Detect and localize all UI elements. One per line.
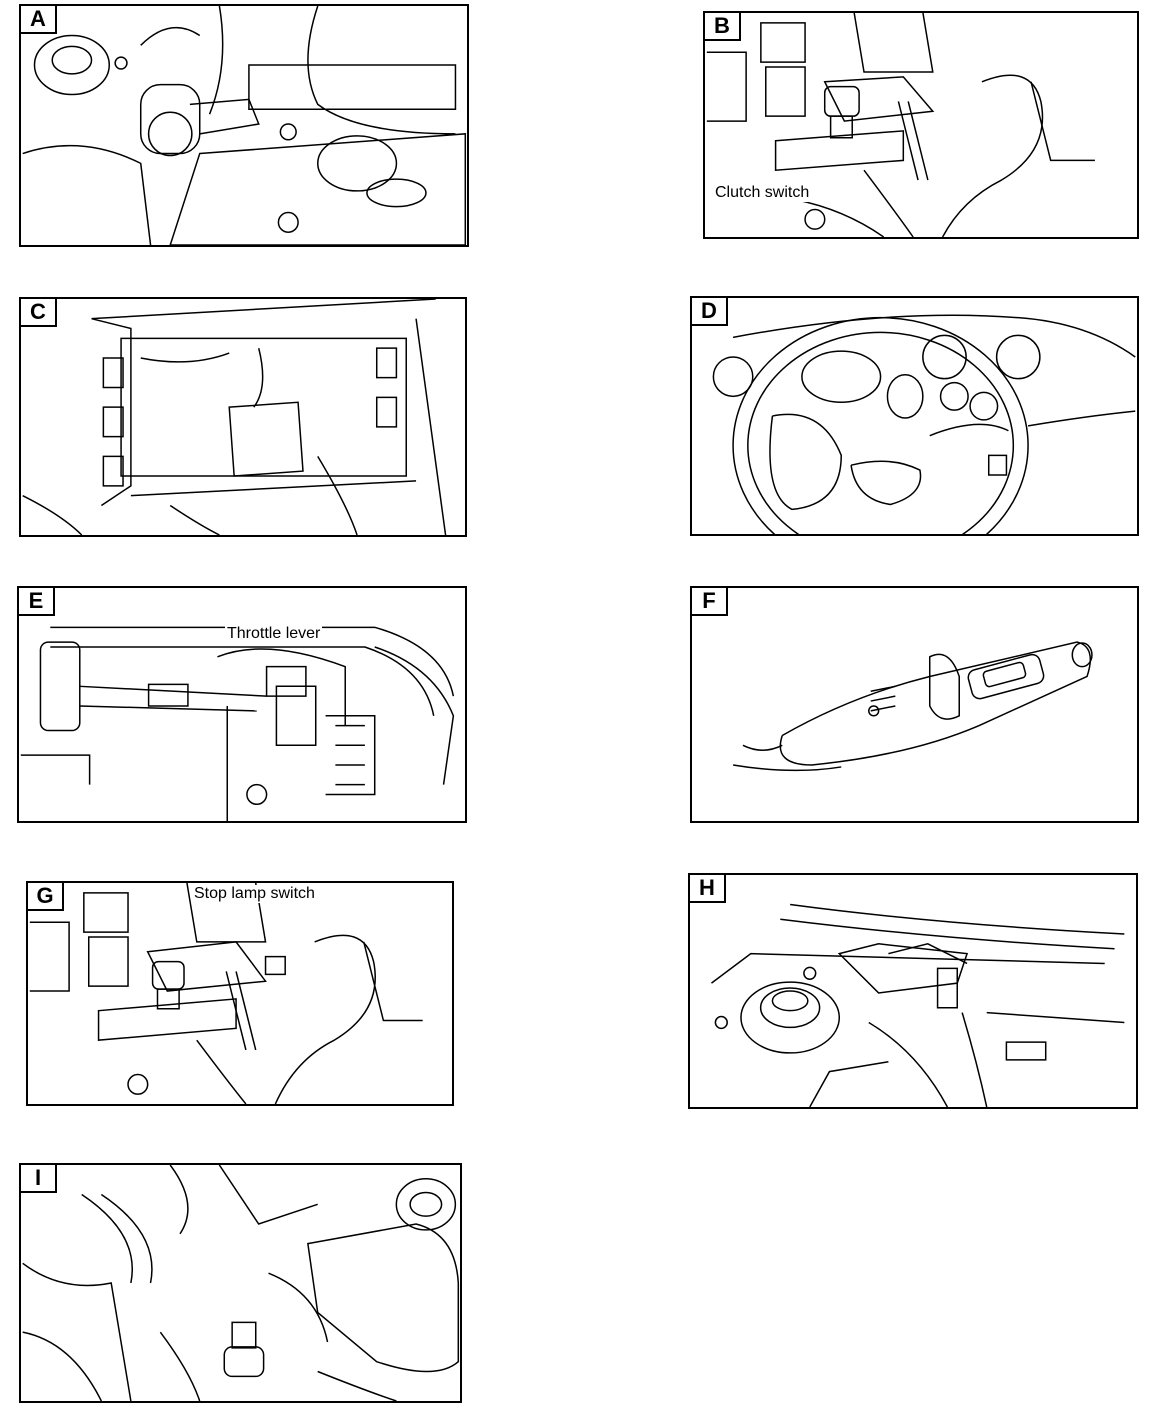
panel-a: A: [19, 4, 469, 247]
throttle-lever-callout: Throttle lever: [225, 625, 323, 643]
panel-g: G Stop lamp switch: [26, 881, 454, 1106]
panel-b-illustration: [705, 13, 1137, 237]
panel-h-label: H: [690, 875, 726, 903]
panel-a-illustration: [21, 6, 467, 245]
panel-f-illustration: [692, 588, 1137, 821]
panel-b: B Clutch switch: [703, 11, 1139, 239]
panel-f-label: F: [692, 588, 728, 616]
panel-h-illustration: [690, 875, 1136, 1107]
panel-g-label: G: [28, 883, 64, 911]
panel-c-illustration: [21, 299, 465, 535]
panel-e-illustration: [19, 588, 465, 821]
panel-b-label: B: [705, 13, 741, 41]
panel-d-illustration: [692, 298, 1137, 534]
panel-i: I: [19, 1163, 462, 1403]
panel-f: F: [690, 586, 1139, 823]
panel-d: D: [690, 296, 1139, 536]
clutch-switch-callout: Clutch switch: [713, 184, 812, 202]
panel-d-label: D: [692, 298, 728, 326]
panel-a-label: A: [21, 6, 57, 34]
panel-h: H: [688, 873, 1138, 1109]
panel-e: E Throttle lever: [17, 586, 467, 823]
panel-c: C: [19, 297, 467, 537]
panel-i-illustration: [21, 1165, 460, 1401]
stop-lamp-switch-callout: Stop lamp switch: [192, 885, 317, 903]
panel-e-label: E: [19, 588, 55, 616]
panel-c-label: C: [21, 299, 57, 327]
panel-i-label: I: [21, 1165, 57, 1193]
panel-g-illustration: [28, 883, 452, 1104]
